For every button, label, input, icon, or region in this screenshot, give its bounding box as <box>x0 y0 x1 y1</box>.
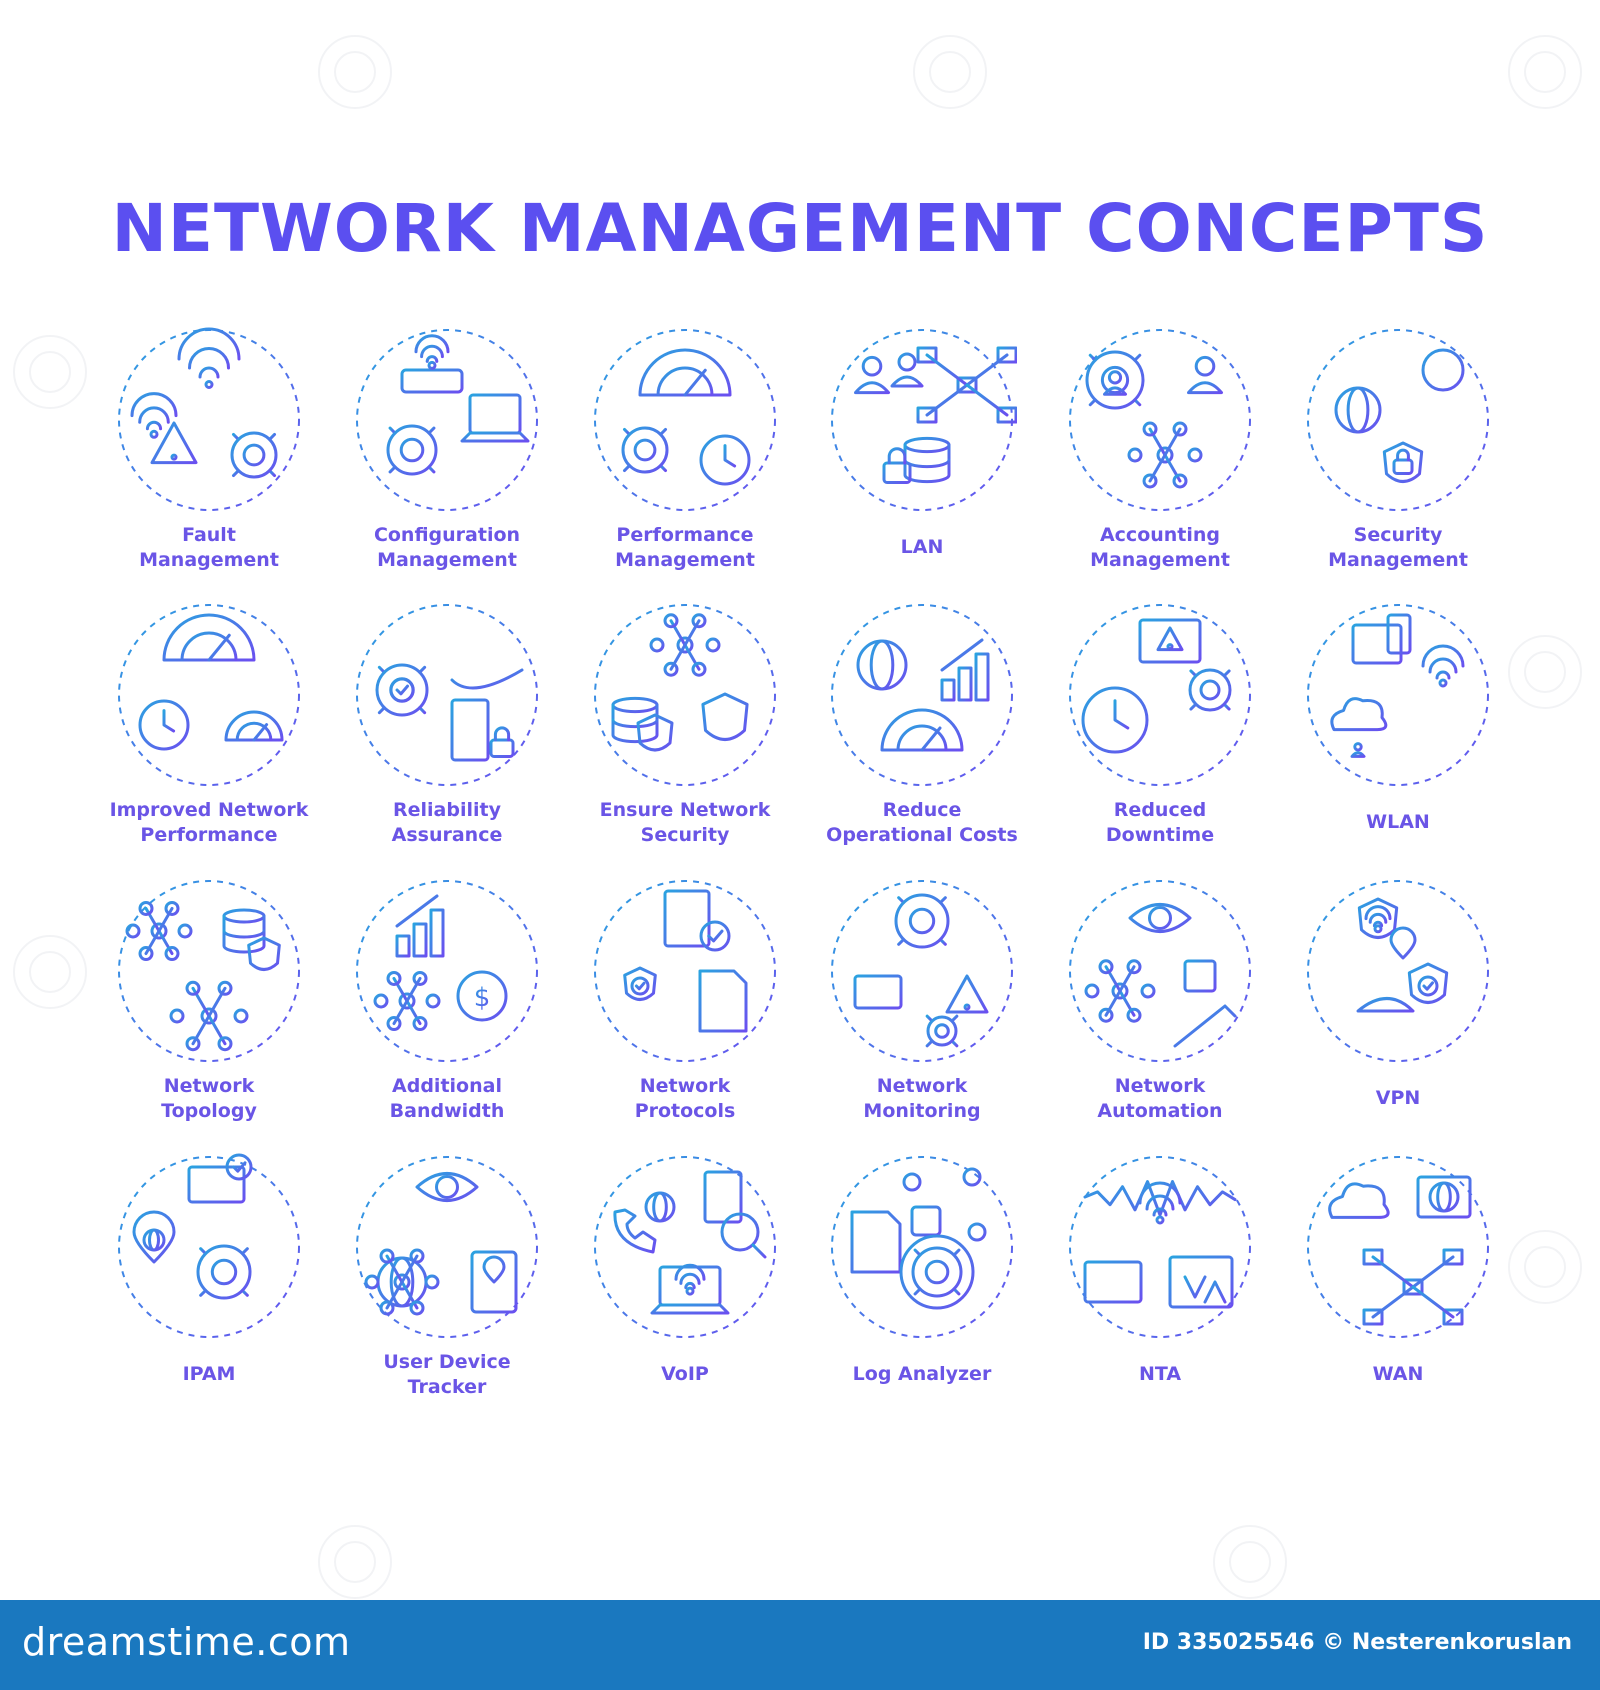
concept-label: Additional Bandwidth <box>389 1075 505 1122</box>
nodes-database-shield-icon <box>118 880 300 1062</box>
concept-label: Improved Network Performance <box>109 799 309 846</box>
speedometer-download-icon <box>118 604 300 786</box>
watermark-swirl-icon <box>1508 35 1582 109</box>
concept-tile: WLAN <box>1280 600 1516 890</box>
concept-tile: User Device Tracker <box>329 1152 565 1442</box>
watermark-swirl-icon <box>318 35 392 109</box>
waveform-chart-icon <box>1069 1156 1251 1338</box>
concept-label: WAN <box>1372 1363 1424 1385</box>
concept-tile: WAN <box>1280 1152 1516 1442</box>
gear-monitor-alert-icon <box>831 880 1013 1062</box>
eye-globe-map-icon <box>356 1156 538 1338</box>
concept-tile: Security Management <box>1280 325 1516 615</box>
eye-chip-robot-arm-icon <box>1069 880 1251 1062</box>
concept-tile: VPN <box>1280 876 1516 1166</box>
concept-tile: Accounting Management <box>1042 325 1278 615</box>
watermark-swirl-icon <box>913 35 987 109</box>
concept-label: Reduced Downtime <box>1105 799 1215 846</box>
concept-tile: LAN <box>804 325 1040 615</box>
watermark-swirl-icon <box>13 935 87 1009</box>
gear-hand-server-icon <box>356 604 538 786</box>
shield-database-icon <box>594 604 776 786</box>
concept-tile: Reliability Assurance <box>329 600 565 890</box>
phone-server-laptop-icon <box>594 1156 776 1338</box>
watermark-swirl-icon <box>13 335 87 409</box>
concept-tile: IPAM <box>91 1152 327 1442</box>
concept-tile: Performance Management <box>567 325 803 615</box>
concept-label: Fault Management <box>139 524 279 571</box>
concept-label: Performance Management <box>615 524 755 571</box>
ip-location-gears-icon <box>118 1153 300 1338</box>
document-flow-search-icon <box>831 1156 1013 1338</box>
concept-label: Security Management <box>1328 524 1468 571</box>
concept-label: IPAM <box>182 1363 236 1385</box>
concept-label: Network Monitoring <box>863 1075 981 1122</box>
concept-tile: NTA <box>1042 1152 1278 1442</box>
concept-tile: Reduce Operational Costs <box>804 600 1040 890</box>
concept-tile: Improved Network Performance <box>91 600 327 890</box>
footer-bar: dreamstime.com ID 335025546 © Nesterenko… <box>0 1600 1600 1690</box>
footer-brand: dreamstime.com <box>22 1620 351 1664</box>
concept-label: WLAN <box>1366 811 1430 833</box>
concept-label: Network Automation <box>1097 1075 1223 1122</box>
checklist-document-icon <box>594 880 776 1062</box>
user-gear-globe-icon <box>1069 329 1251 511</box>
concept-label: Ensure Network Security <box>599 799 771 846</box>
cloud-globe-network-icon <box>1307 1156 1489 1338</box>
footer-id-credit: ID 335025546 © Nesterenkoruslan <box>1142 1630 1572 1655</box>
concept-tile: Network Monitoring <box>804 876 1040 1166</box>
key-lock-globe-icon <box>1307 329 1489 511</box>
bar-chart-dollar-icon: $ <box>356 880 538 1062</box>
cloud-router-users-icon <box>1307 604 1489 786</box>
concept-tile: Network Automation <box>1042 876 1278 1166</box>
concept-label: Reduce Operational Costs <box>826 799 1018 846</box>
concept-label: VoIP <box>661 1363 709 1385</box>
concept-label: Network Topology <box>161 1075 257 1122</box>
concept-label: VPN <box>1375 1087 1421 1109</box>
icon-grid: Fault Management Configuration Management… <box>91 325 1516 1442</box>
concept-label: Log Analyzer <box>852 1363 992 1385</box>
concept-tile: $ Additional Bandwidth <box>329 876 565 1166</box>
concept-tile: Log Analyzer <box>804 1152 1040 1442</box>
wifi-warning-gear-icon <box>118 327 300 511</box>
watermark-swirl-icon <box>1508 1230 1582 1304</box>
concept-label: Reliability Assurance <box>391 799 503 846</box>
concept-label: LAN <box>900 536 944 558</box>
concept-tile: Reduced Downtime <box>1042 600 1278 890</box>
gauge-stopwatch-icon <box>594 329 776 511</box>
concept-tile: VoIP <box>567 1152 803 1442</box>
concept-label: User Device Tracker <box>383 1351 511 1398</box>
globe-chart-dollar-icon <box>831 604 1013 786</box>
watermark-swirl-icon <box>1213 1525 1287 1599</box>
shield-location-spy-icon <box>1307 880 1489 1062</box>
concept-label: Accounting Management <box>1090 524 1230 571</box>
clock-wrench-alert-icon <box>1069 604 1251 786</box>
page-title: NETWORK MANAGEMENT CONCEPTS <box>111 190 1489 267</box>
concept-label: Configuration Management <box>373 524 521 571</box>
concept-label: Network Protocols <box>634 1075 736 1122</box>
team-network-database-icon <box>831 329 1017 511</box>
watermark-swirl-icon <box>1508 635 1582 709</box>
router-gear-laptop-icon <box>356 329 538 511</box>
concept-tile: Fault Management <box>91 325 327 615</box>
watermark-swirl-icon <box>318 1525 392 1599</box>
concept-tile: Ensure Network Security <box>567 600 803 890</box>
concept-tile: Configuration Management <box>329 325 565 615</box>
svg-text:$: $ <box>474 983 491 1013</box>
concept-tile: Network Protocols <box>567 876 803 1166</box>
concept-tile: Network Topology <box>91 876 327 1166</box>
concept-label: NTA <box>1138 1363 1182 1385</box>
